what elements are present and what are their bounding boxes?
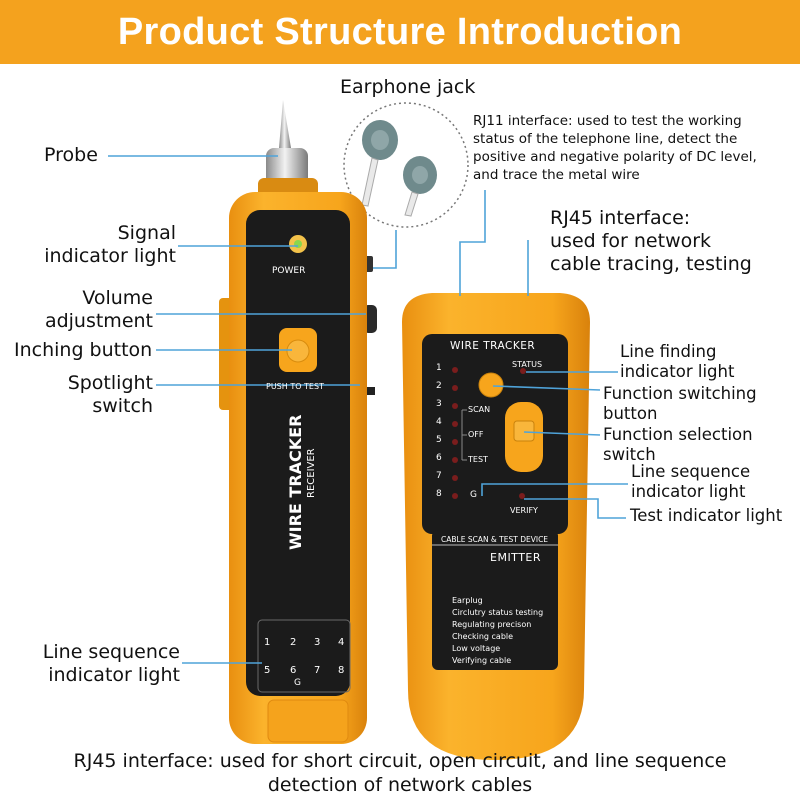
receiver-led-4: 4 — [338, 637, 345, 648]
test-indicator-label: Test indicator light — [630, 506, 783, 525]
receiver-brand: WIRE TRACKER — [286, 414, 305, 550]
verify-label: VERIFY — [510, 506, 538, 515]
earphone-image — [343, 102, 469, 228]
earphone-jack-label: Earphone jack — [340, 76, 476, 98]
bottom-caption: RJ45 interface: used for short circuit, … — [73, 750, 727, 796]
emitter-num-4: 4 — [436, 417, 442, 427]
inching-button-label: Inching button — [14, 339, 153, 361]
page-title: Product Structure Introduction — [117, 11, 683, 53]
emitter-brand: WIRE TRACKER — [450, 340, 536, 352]
test-label: TEST — [468, 455, 488, 464]
feature-item: Regulating precison — [452, 620, 532, 629]
feature-item: Circlutry status testing — [452, 608, 544, 617]
feature-item: Earplug — [452, 596, 483, 605]
off-label: OFF — [468, 430, 484, 439]
device-label: CABLE SCAN & TEST DEVICE — [441, 535, 549, 544]
emitter-num-6: 6 — [436, 453, 442, 463]
rj11-label: RJ11 interface: used to test the working… — [473, 113, 757, 183]
receiver-led-5: 5 — [264, 665, 271, 676]
scan-label: SCAN — [468, 405, 491, 414]
receiver-model: RECEIVER — [306, 448, 317, 498]
feature-item: Verifying cable — [452, 656, 512, 665]
receiver-ground-label: G — [294, 678, 301, 688]
receiver-led-3: 3 — [314, 637, 321, 648]
emitter-num-3: 3 — [436, 399, 442, 409]
emitter-ground-label: G — [470, 490, 477, 500]
emitter-num-2: 2 — [436, 381, 442, 391]
receiver-led-6: 6 — [290, 665, 297, 676]
emitter-num-1: 1 — [436, 363, 442, 373]
emitter-num-5: 5 — [436, 435, 442, 445]
receiver-led-7: 7 — [314, 665, 321, 676]
receiver-device — [219, 100, 377, 744]
receiver-led-1: 1 — [264, 637, 271, 648]
title-banner — [0, 0, 800, 64]
emitter-num-7: 7 — [436, 471, 442, 481]
probe-label: Probe — [44, 144, 98, 166]
power-label: POWER — [272, 266, 306, 276]
emitter-model: EMITTER — [490, 551, 542, 564]
emitter-num-8: 8 — [436, 489, 442, 499]
push-to-test-label: PUSH TO TEST — [266, 382, 324, 391]
leader-lines — [108, 155, 628, 664]
emitter-device — [402, 293, 590, 760]
receiver-led-8: 8 — [338, 665, 345, 676]
receiver-led-2: 2 — [290, 637, 297, 648]
feature-item: Checking cable — [452, 632, 514, 641]
status-label: STATUS — [512, 360, 543, 369]
feature-item: Low voltage — [452, 644, 501, 653]
